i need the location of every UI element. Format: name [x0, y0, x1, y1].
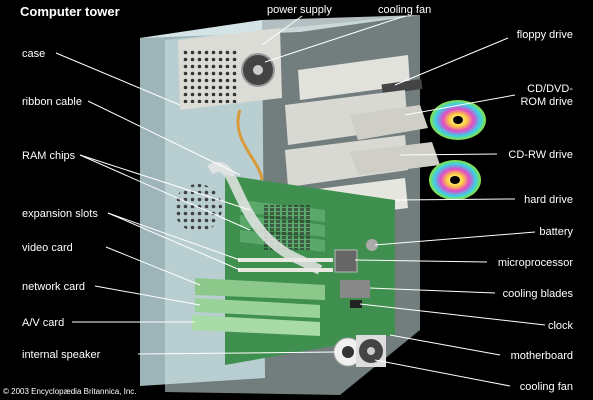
expansion-slot-rails — [238, 258, 333, 272]
drive-bays — [270, 55, 440, 225]
label-network-card: network card — [22, 281, 85, 293]
label-floppy-drive: floppy drive — [517, 29, 573, 41]
av-card-board — [192, 315, 320, 336]
bottom-fan-unit — [356, 335, 386, 367]
label-av-card: A/V card — [22, 317, 64, 329]
floppy-disk — [381, 78, 423, 95]
label-power-supply: power supply — [267, 4, 332, 16]
power-supply-unit — [178, 28, 282, 110]
network-card-board — [195, 298, 320, 318]
battery-cell — [366, 239, 378, 251]
label-battery: battery — [539, 226, 573, 238]
clock-chip — [350, 300, 362, 308]
label-case: case — [22, 48, 45, 60]
cd-rw-drive-body — [285, 135, 408, 187]
label-cooling-blades: cooling blades — [503, 288, 574, 300]
cd-rom-tray — [350, 105, 428, 140]
copyright-notice: © 2003 Encyclopædia Britannica, Inc. — [3, 387, 137, 396]
microprocessor-chip — [334, 249, 358, 273]
label-motherboard: motherboard — [511, 350, 573, 362]
label-microprocessor: microprocessor — [498, 257, 574, 269]
leader-lines — [55, 15, 546, 387]
label-cooling-fan-bottom: cooling fan — [520, 381, 573, 393]
label-cd-rw-drive: CD-RW drive — [508, 149, 573, 161]
label-expansion-slots: expansion slots — [22, 208, 98, 220]
cd-rw-tray — [350, 142, 440, 175]
label-ram-chips: RAM chips — [22, 150, 76, 162]
label-ribbon-cable: ribbon cable — [22, 96, 82, 108]
label-video-card: video card — [22, 242, 73, 254]
label-cd-dvd-rom-line1: CD/DVD- — [527, 83, 573, 95]
vent-grill — [174, 184, 222, 232]
label-clock: clock — [548, 320, 574, 332]
label-internal-speaker: internal speaker — [22, 349, 101, 361]
cooling-blades-sink — [340, 280, 370, 298]
ribbon-cable-strip — [207, 162, 323, 275]
label-hard-drive: hard drive — [524, 194, 573, 206]
label-cd-dvd-rom-line2: ROM drive — [520, 96, 573, 108]
floppy-drive-body — [298, 55, 410, 100]
diagram-title: Computer tower — [20, 4, 120, 19]
case-top — [140, 15, 420, 38]
video-card-board — [195, 278, 325, 300]
label-cooling-fan-top: cooling fan — [378, 4, 431, 16]
